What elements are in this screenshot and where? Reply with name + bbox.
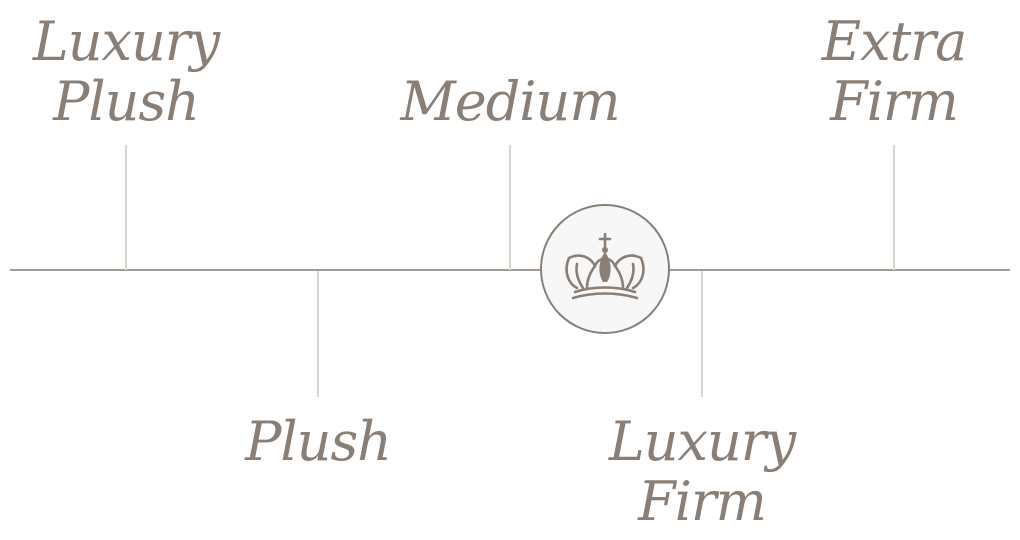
label-luxury-firm-line-2: Firm — [638, 470, 767, 533]
tick-luxury-firm — [701, 271, 703, 397]
crown-icon — [565, 232, 645, 300]
label-medium: Medium — [390, 72, 630, 132]
scale-axis-line — [10, 269, 1010, 271]
label-luxury-plush-line-1: Luxury — [32, 10, 220, 73]
label-plush-line-1: Plush — [245, 410, 392, 473]
label-extra-firm-line-2: Firm — [830, 70, 959, 133]
label-luxury-firm-line-1: Luxury — [608, 410, 796, 473]
current-level-marker — [540, 204, 670, 334]
tick-extra-firm — [893, 145, 895, 270]
label-extra-firm-line-1: Extra — [821, 10, 968, 73]
tick-plush — [317, 271, 319, 397]
label-luxury-plush-line-2: Plush — [53, 70, 200, 133]
label-luxury-firm: Luxury Firm — [582, 412, 822, 532]
label-extra-firm: Extra Firm — [774, 12, 1014, 132]
label-medium-line-1: Medium — [400, 70, 620, 133]
tick-medium — [509, 145, 511, 270]
tick-luxury-plush — [125, 145, 127, 270]
label-luxury-plush: Luxury Plush — [6, 12, 246, 132]
label-plush: Plush — [198, 412, 438, 472]
